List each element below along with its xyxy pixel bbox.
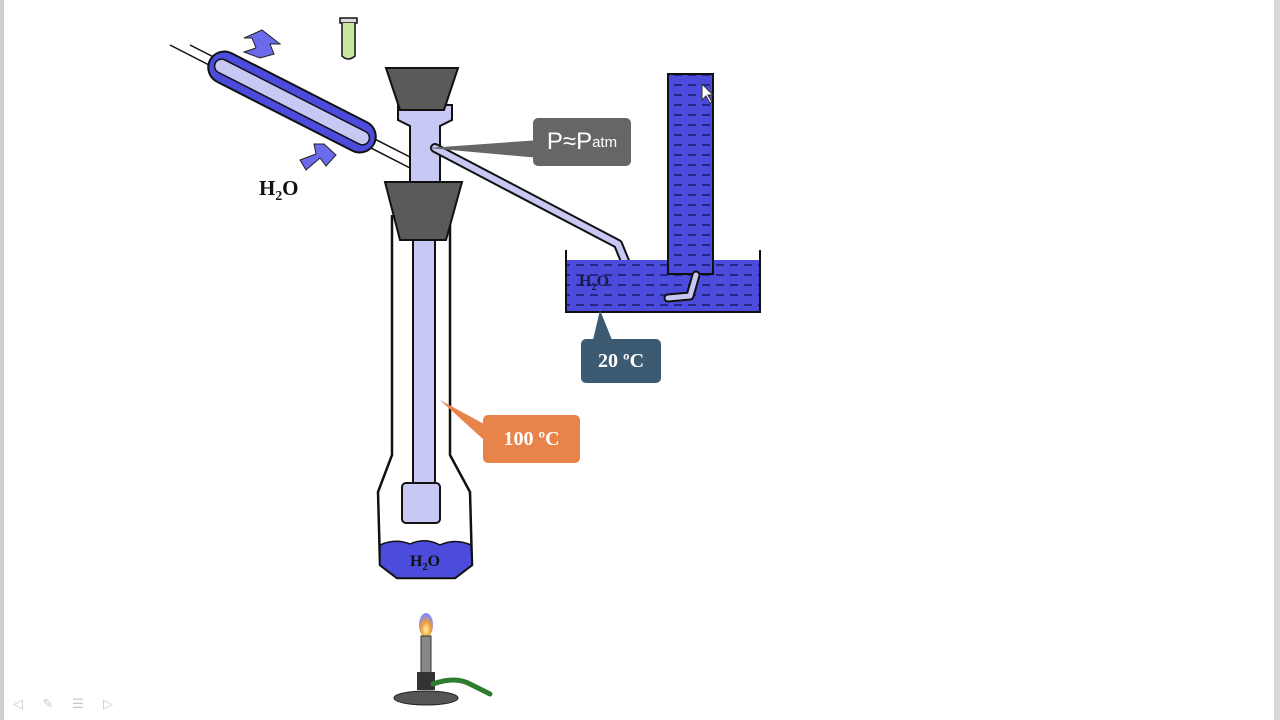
trough-temp-callout: 20 ºC bbox=[581, 339, 661, 383]
cursor-icon bbox=[701, 82, 715, 104]
bunsen-burner bbox=[393, 613, 493, 706]
cold-pointer bbox=[593, 310, 612, 340]
trough-water-label: H2O bbox=[579, 273, 610, 294]
flask-temp-callout: 100 ºC bbox=[483, 415, 580, 463]
left-frame-edge bbox=[0, 0, 4, 720]
pressure-main-text: P≈P bbox=[546, 128, 593, 155]
forward-icon[interactable]: ▷ bbox=[103, 696, 113, 712]
collection-cylinder bbox=[667, 73, 714, 275]
pressure-subscript: atm bbox=[592, 133, 618, 151]
right-frame-edge bbox=[1274, 0, 1280, 720]
water-trough bbox=[565, 250, 761, 313]
menu-icon[interactable]: ☰ bbox=[72, 696, 84, 712]
upper-neck bbox=[397, 104, 453, 183]
hot-pointer bbox=[440, 400, 484, 440]
slide-nav-controls: ◁ ✎ ☰ ▷ bbox=[8, 696, 118, 712]
flask-water bbox=[379, 540, 473, 579]
test-tube bbox=[339, 17, 358, 60]
flask-water-label: H2O bbox=[410, 553, 441, 574]
gas-hose bbox=[430, 677, 493, 697]
back-icon[interactable]: ◁ bbox=[13, 696, 23, 712]
condenser bbox=[207, 50, 377, 154]
pressure-pointer bbox=[428, 140, 540, 158]
upper-stopper bbox=[384, 67, 460, 111]
water-out-arrow bbox=[242, 29, 282, 59]
condenser-water-label: H2O bbox=[259, 176, 299, 204]
pen-icon[interactable]: ✎ bbox=[42, 696, 54, 712]
water-in-arrow bbox=[299, 143, 337, 171]
